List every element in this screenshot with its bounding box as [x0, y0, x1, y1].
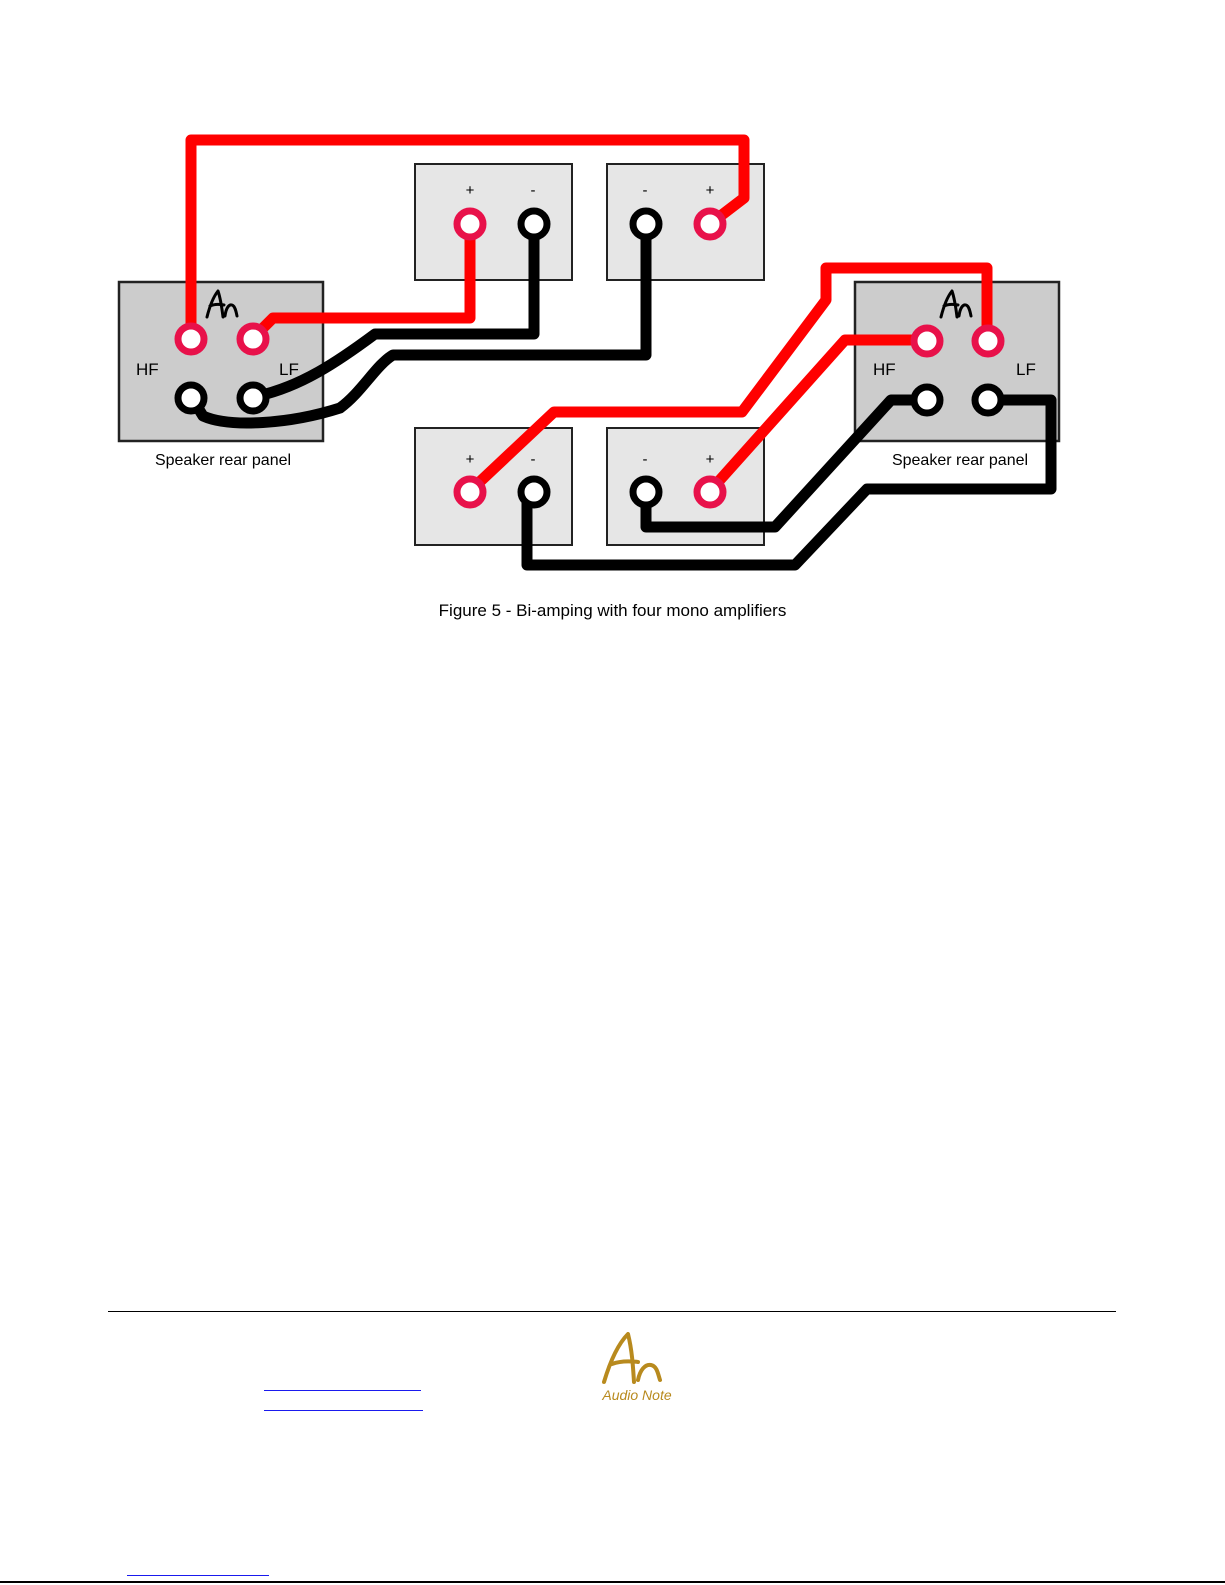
amp-top-left-negative-terminal	[521, 211, 547, 237]
amp-bottom-left-minus-label: -	[531, 451, 536, 468]
amp-bottom-right-minus-label: -	[643, 451, 648, 468]
amp-top-left-minus-label: -	[531, 182, 536, 199]
page-bottom-border	[0, 1581, 1225, 1583]
amp-bottom-left-positive-terminal	[457, 479, 483, 505]
amp-top-left-plus-label: +	[466, 182, 475, 199]
speaker-left-lf-positive-terminal	[240, 326, 266, 352]
footer-logo-text: Audio Note	[601, 1387, 671, 1403]
speaker-left-hf-positive-terminal	[178, 326, 204, 352]
amp-bottom-right-plus-label: +	[706, 451, 715, 468]
speaker-left-lf-label: LF	[279, 360, 299, 379]
footer-link-1[interactable]	[264, 1390, 421, 1391]
amp-bottom-left-plus-label: +	[466, 451, 475, 468]
speaker-right-caption: Speaker rear panel	[892, 452, 1028, 469]
figure-caption: Figure 5 - Bi-amping with four mono ampl…	[0, 601, 1225, 621]
speaker-left-hf-negative-terminal	[178, 385, 204, 411]
speaker-right-lf-negative-terminal	[975, 387, 1001, 413]
speaker-right-hf-positive-terminal	[914, 328, 940, 354]
speaker-right-lf-label: LF	[1016, 360, 1036, 379]
speaker-left-lf-negative-terminal	[240, 385, 266, 411]
amp-top-right-positive-terminal	[697, 211, 723, 237]
speaker-right-lf-positive-terminal	[975, 328, 1001, 354]
amp-top-right-minus-label: -	[643, 182, 648, 199]
bi-amping-diagram: + - - + + - - + HF LF HF LF Speaker rear…	[0, 0, 1225, 640]
amp-bottom-right-negative-terminal	[633, 479, 659, 505]
footer-link-3[interactable]	[127, 1575, 269, 1576]
amp-top-right-negative-terminal	[633, 211, 659, 237]
amp-bottom-right-positive-terminal	[697, 479, 723, 505]
audio-note-logo-icon: Audio Note	[598, 1332, 676, 1406]
amp-bottom-left-negative-terminal	[521, 479, 547, 505]
speaker-left-caption: Speaker rear panel	[155, 452, 291, 469]
footer-link-2[interactable]	[264, 1410, 423, 1411]
amp-top-left-positive-terminal	[457, 211, 483, 237]
speaker-left-hf-label: HF	[136, 360, 159, 379]
speaker-right-hf-negative-terminal	[914, 387, 940, 413]
speaker-right-hf-label: HF	[873, 360, 896, 379]
amp-top-right-plus-label: +	[706, 182, 715, 199]
footer-divider	[108, 1311, 1116, 1312]
